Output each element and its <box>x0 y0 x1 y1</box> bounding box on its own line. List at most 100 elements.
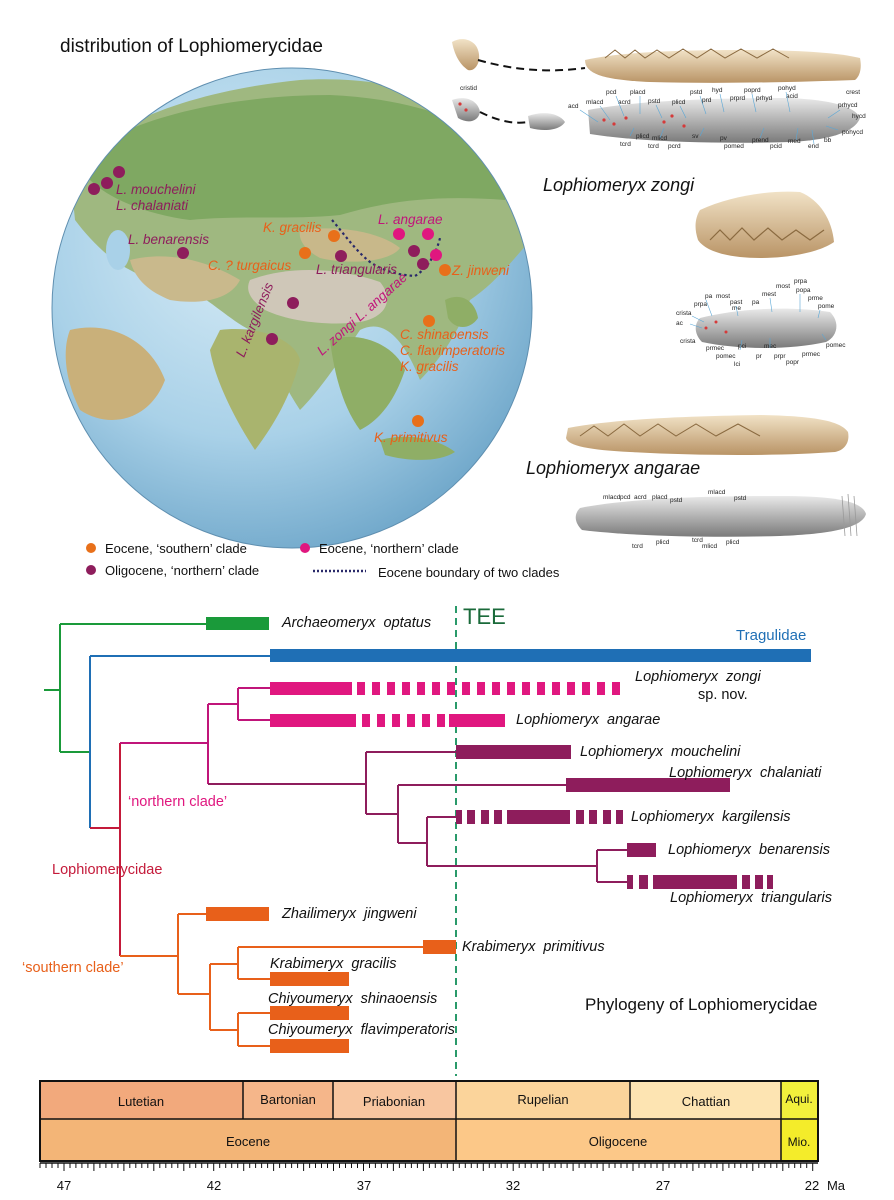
zongi-specimen-title: Lophiomeryx zongi <box>543 175 695 195</box>
bar-angarae-solid <box>270 714 356 727</box>
stage-bartonian <box>243 1081 333 1119</box>
legend-eocene-southern: Eocene, ‘southern’ clade <box>105 541 247 556</box>
term-label: pstd <box>648 98 661 105</box>
phylogeny-title: Phylogeny of Lophiomerycidae <box>585 995 817 1014</box>
tick-label: 47 <box>57 1178 71 1193</box>
stage-label: Bartonian <box>260 1092 316 1107</box>
tree-branches <box>44 623 627 1047</box>
tick-label: 27 <box>656 1178 670 1193</box>
term-label: pr <box>756 353 763 360</box>
map-title: distribution of Lophiomerycidae <box>60 36 323 57</box>
term-label: hycd <box>852 113 866 120</box>
dot-oligocene <box>177 247 189 259</box>
phylogeny-panel: TEE <box>22 604 832 1076</box>
bar-tragulidae <box>270 649 811 662</box>
term-label: prpa <box>694 301 707 308</box>
term-label: acid <box>786 93 798 100</box>
zongi-marker-dots <box>458 102 686 128</box>
zongi-maxilla-photo <box>695 191 834 258</box>
term-label: end <box>808 143 819 150</box>
term-label: sv <box>692 133 699 140</box>
specimen-panel: cristid acd mlacd pcd placd acrd pstd pl… <box>452 39 866 550</box>
japan-land <box>445 296 478 327</box>
dot-oligocene <box>88 183 100 195</box>
bar-triangularis <box>627 875 773 889</box>
zongi-lower-scan <box>452 98 860 143</box>
term-label: prpr <box>774 353 786 360</box>
dot-oligocene <box>417 258 429 270</box>
dot-oligocene <box>287 297 299 309</box>
clade-label-family: Lophiomerycidae <box>52 862 162 878</box>
term-label: prme <box>808 295 823 302</box>
term-label: acrd <box>634 494 647 501</box>
label-flavimperatoris: Chiyoumeryx flavimperatoris <box>268 1022 455 1038</box>
term-label: pstd <box>670 497 683 504</box>
map-label-kgracilis-2: K. gracilis <box>400 359 459 374</box>
tick-label: 22 <box>805 1178 819 1193</box>
bar-chalaniati <box>566 778 730 792</box>
arabia-land <box>65 327 165 420</box>
label-zongi-sub: sp. nov. <box>698 687 748 703</box>
label-kargilensis: Lophiomeryx kargilensis <box>631 809 791 825</box>
term-label: pome <box>818 303 835 310</box>
indonesia-land <box>380 436 455 460</box>
map-label-primitivus: K. primitivus <box>374 430 448 445</box>
term-label: past <box>730 299 742 306</box>
label-kgracilis: Krabimeryx gracilis <box>270 956 396 972</box>
clade-label-northern: ‘northern clade’ <box>128 794 227 810</box>
bar-angarae-dashed <box>362 714 445 727</box>
term-label: plicd <box>672 99 686 106</box>
term-label: pcid <box>770 143 782 150</box>
term-label: pa <box>705 293 713 300</box>
dot-southern <box>423 315 435 327</box>
zongi-upper-scan <box>695 308 837 348</box>
term-label: mec <box>764 343 777 350</box>
term-label: plicd <box>656 539 670 546</box>
dot-oligocene <box>335 250 347 262</box>
label-shinaoensis: Chiyoumeryx shinaoensis <box>268 991 437 1007</box>
map-label-triangularis: L. triangularis <box>316 262 397 277</box>
dot-oligocene <box>408 245 420 257</box>
term-label: pcd <box>620 494 631 501</box>
label-chalaniati: Lophiomeryx chalaniati <box>669 765 822 781</box>
bar-zongi-dashed <box>357 682 620 695</box>
term-label: lci <box>734 361 740 368</box>
term-label: popa <box>796 287 811 294</box>
zongi-molar-row-scan <box>588 98 860 143</box>
legend-oligocene-northern: Oligocene, ‘northern’ clade <box>105 563 259 578</box>
term-label: crista <box>676 310 692 317</box>
stage-label: Rupelian <box>517 1092 568 1107</box>
stage-rupelian <box>456 1081 630 1119</box>
clade-boundary-line <box>331 219 442 278</box>
zongi-premolar-scan <box>528 113 565 130</box>
dot-southern <box>299 247 311 259</box>
label-triangularis: Lophiomeryx triangularis <box>670 890 832 906</box>
term-label: tcrd <box>632 543 643 550</box>
term-label: prhyd <box>756 95 773 102</box>
stage-label: Aqui. <box>785 1092 812 1106</box>
angarae-jaw-photo <box>566 415 849 455</box>
term-label: med <box>788 138 801 145</box>
bar-jingweni <box>206 907 269 921</box>
zongi-cusp-outline <box>604 48 790 59</box>
term-label: acd <box>568 103 579 110</box>
stage-label: Lutetian <box>118 1094 164 1109</box>
term-label: prmec <box>802 351 821 358</box>
epoch-eocene <box>40 1119 456 1161</box>
dashed-connector-upper <box>477 59 586 72</box>
term-label: hyd <box>712 87 723 94</box>
legend-dot-oligocene <box>86 565 96 575</box>
term-label: plicd <box>726 539 740 546</box>
term-label: pohycd <box>842 129 863 136</box>
label-primitivus: Krabimeryx primitivus <box>462 939 605 955</box>
map-label-jinweni: Z. jinweni <box>451 263 510 278</box>
term-label: pstd <box>690 89 703 96</box>
angarae-specimen-title: Lophiomeryx angarae <box>526 458 700 478</box>
dot-southern <box>439 264 451 276</box>
legend-dot-southern <box>86 543 96 553</box>
term-label: plicd <box>636 133 650 140</box>
range-bars <box>206 617 811 1053</box>
term-label: mest <box>762 291 776 298</box>
zongi-lower-terms: cristid acd mlacd pcd placd acrd pstd pl… <box>460 85 866 150</box>
globe-land <box>65 79 532 460</box>
